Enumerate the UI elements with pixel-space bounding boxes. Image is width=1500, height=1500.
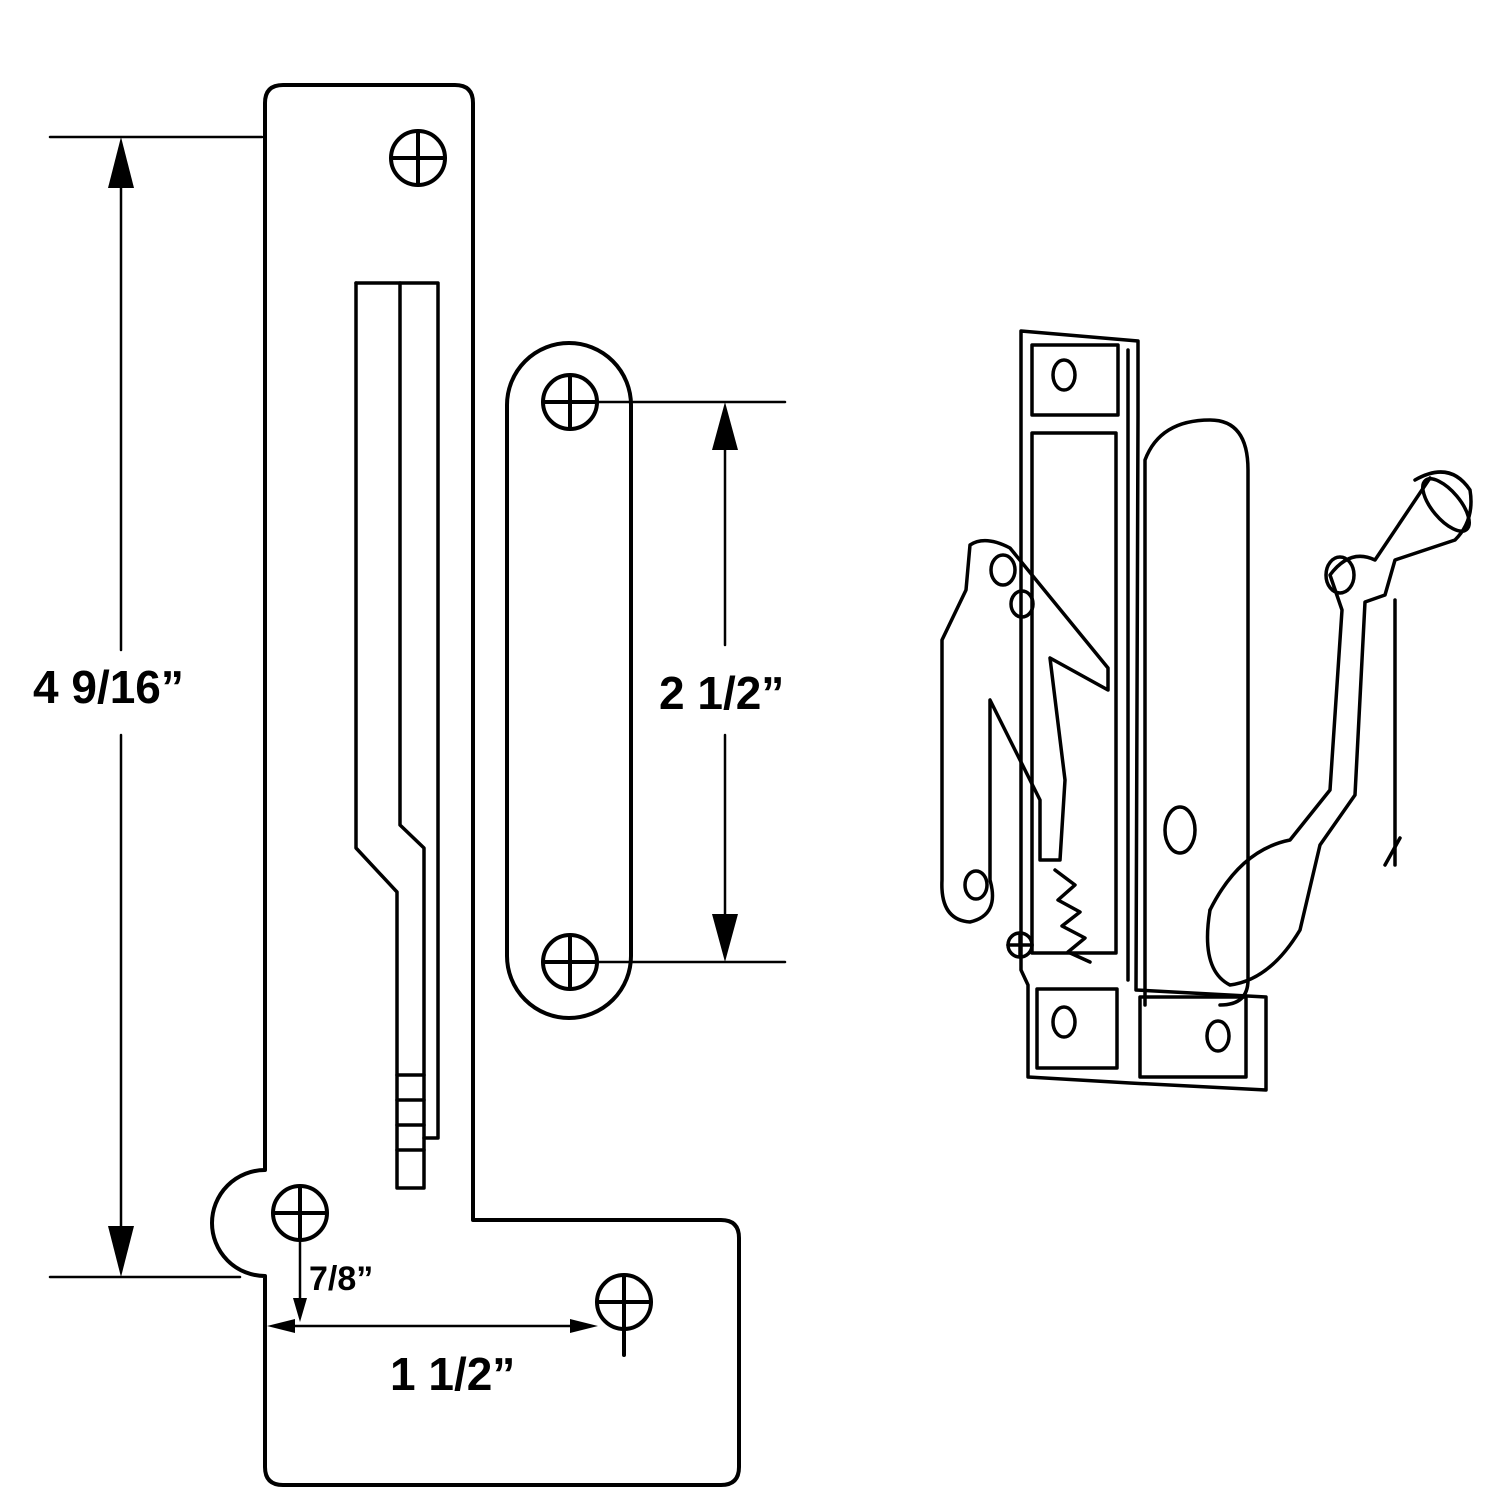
crank-handle (1208, 476, 1432, 912)
plate-slot (354, 281, 440, 1190)
casement-operator (940, 329, 1473, 1092)
gear-housing (1143, 418, 1250, 1007)
foot-offset-label: 7/8” (309, 1260, 373, 1298)
dimension-arrowheads (108, 137, 738, 1333)
overall-height-label: 4 9/16” (33, 661, 184, 713)
mounting-plate (210, 83, 741, 1487)
operator-arm (940, 538, 1110, 924)
operator-base (1019, 329, 1268, 1092)
foot-hole-spacing-label: 1 1/2” (390, 1348, 515, 1400)
screw-hole-icon (595, 1273, 653, 1357)
dimension-lines (48, 135, 787, 1328)
strap-plate (505, 341, 633, 1020)
strap-hole-spacing-label: 2 1/2” (659, 667, 784, 719)
plate-outline (210, 83, 741, 1487)
screw-hole-icon (389, 129, 447, 187)
